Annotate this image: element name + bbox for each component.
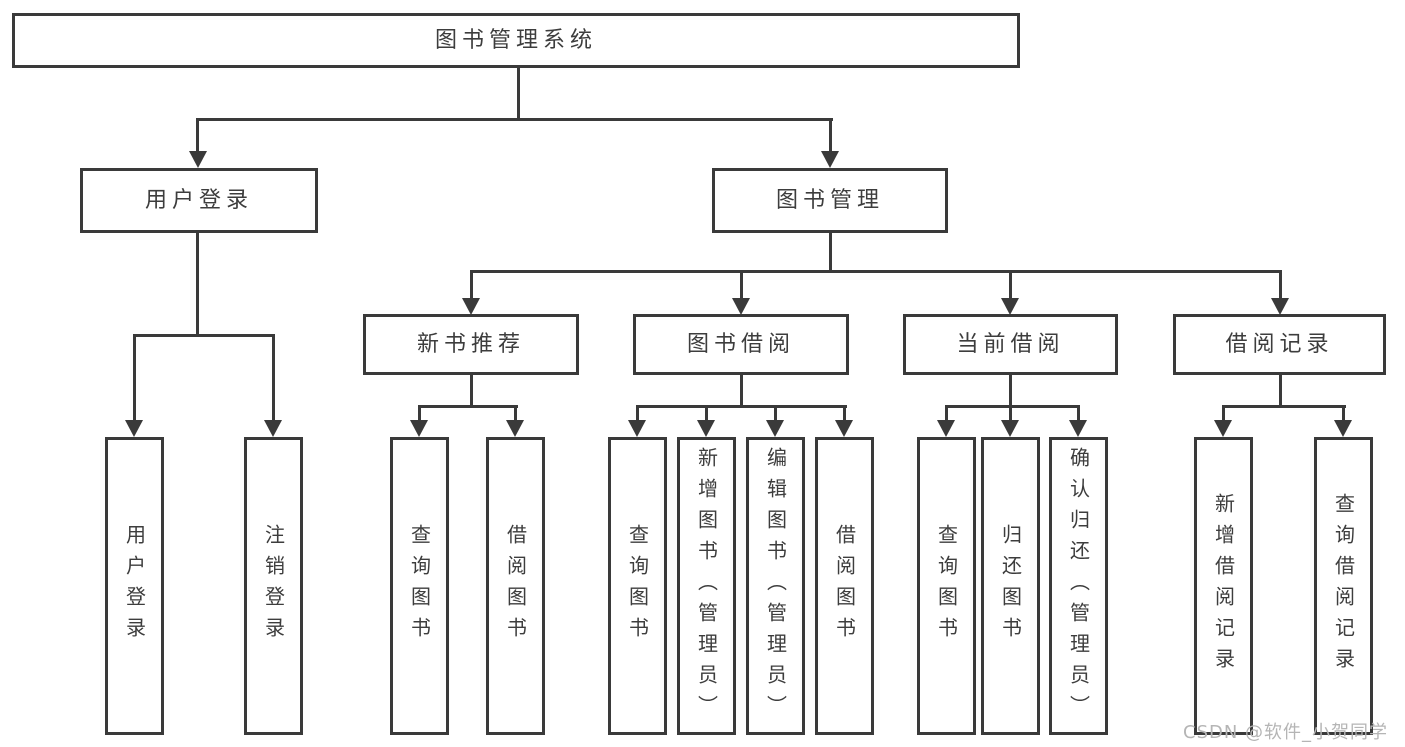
arrow-down-icon <box>1069 420 1087 437</box>
node-leaf-user-login: 用户登录 <box>105 437 164 735</box>
node-leaf-edit-books-admin: 编辑图书（管理员） <box>746 437 805 735</box>
connector-line <box>945 405 1080 408</box>
node-leaf-query-borrow-record: 查询借阅记录 <box>1314 437 1373 735</box>
node-borrowing-records: 借阅记录 <box>1173 314 1386 375</box>
connector-line <box>636 405 639 422</box>
node-new-book-recommendation: 新书推荐 <box>363 314 579 375</box>
node-current-borrowing: 当前借阅 <box>903 314 1118 375</box>
arrow-down-icon <box>189 151 207 168</box>
node-root-library-management-system: 图书管理系统 <box>12 13 1020 68</box>
arrow-down-icon <box>462 298 480 315</box>
connector-line <box>1222 405 1225 422</box>
connector-line <box>470 270 473 300</box>
node-leaf-borrow-books-recommend: 借阅图书 <box>486 437 545 735</box>
connector-line <box>470 375 473 408</box>
connector-line <box>470 270 1281 273</box>
connector-line <box>705 405 708 422</box>
connector-line <box>1222 405 1346 408</box>
node-leaf-logout: 注销登录 <box>244 437 303 735</box>
connector-line <box>517 68 520 120</box>
connector-line <box>418 405 518 408</box>
node-leaf-confirm-return-admin: 确认归还（管理员） <box>1049 437 1108 735</box>
node-leaf-query-books-recommend: 查询图书 <box>390 437 449 735</box>
connector-line <box>1279 270 1282 300</box>
node-book-management-branch: 图书管理 <box>712 168 948 233</box>
connector-line <box>829 233 832 273</box>
connector-line <box>740 270 743 300</box>
connector-line <box>829 118 832 152</box>
arrow-down-icon <box>125 420 143 437</box>
arrow-down-icon <box>697 420 715 437</box>
node-leaf-query-books-borrowing: 查询图书 <box>608 437 667 735</box>
connector-line <box>514 405 517 422</box>
arrow-down-icon <box>1001 420 1019 437</box>
arrow-down-icon <box>1001 298 1019 315</box>
connector-line <box>1077 405 1080 422</box>
connector-line <box>774 405 777 422</box>
arrow-down-icon <box>264 420 282 437</box>
arrow-down-icon <box>835 420 853 437</box>
connector-line <box>1009 270 1012 300</box>
connector-line <box>1009 405 1012 422</box>
arrow-down-icon <box>821 151 839 168</box>
connector-line <box>1279 375 1282 408</box>
arrow-down-icon <box>732 298 750 315</box>
node-user-login-branch: 用户登录 <box>80 168 318 233</box>
arrow-down-icon <box>1271 298 1289 315</box>
node-leaf-add-borrow-record: 新增借阅记录 <box>1194 437 1253 735</box>
node-book-borrowing: 图书借阅 <box>633 314 849 375</box>
connector-line <box>133 334 275 337</box>
connector-line <box>133 334 136 422</box>
connector-line <box>196 118 199 152</box>
arrow-down-icon <box>506 420 524 437</box>
connector-line <box>197 118 833 121</box>
connector-line <box>740 375 743 408</box>
connector-line <box>1342 405 1345 422</box>
connector-line <box>196 233 199 337</box>
arrow-down-icon <box>766 420 784 437</box>
connector-line <box>636 405 847 408</box>
arrow-down-icon <box>410 420 428 437</box>
connector-line <box>272 334 275 422</box>
arrow-down-icon <box>937 420 955 437</box>
node-leaf-query-books-current: 查询图书 <box>917 437 976 735</box>
node-leaf-add-books-admin: 新增图书（管理员） <box>677 437 736 735</box>
node-leaf-return-books: 归还图书 <box>981 437 1040 735</box>
arrow-down-icon <box>1334 420 1352 437</box>
connector-line <box>945 405 948 422</box>
connector-line <box>418 405 421 422</box>
node-leaf-borrow-books: 借阅图书 <box>815 437 874 735</box>
connector-line <box>843 405 846 422</box>
connector-line <box>1009 375 1012 408</box>
arrow-down-icon <box>628 420 646 437</box>
watermark-text: CSDN @软件_小贺同学 <box>1183 722 1389 743</box>
arrow-down-icon <box>1214 420 1232 437</box>
